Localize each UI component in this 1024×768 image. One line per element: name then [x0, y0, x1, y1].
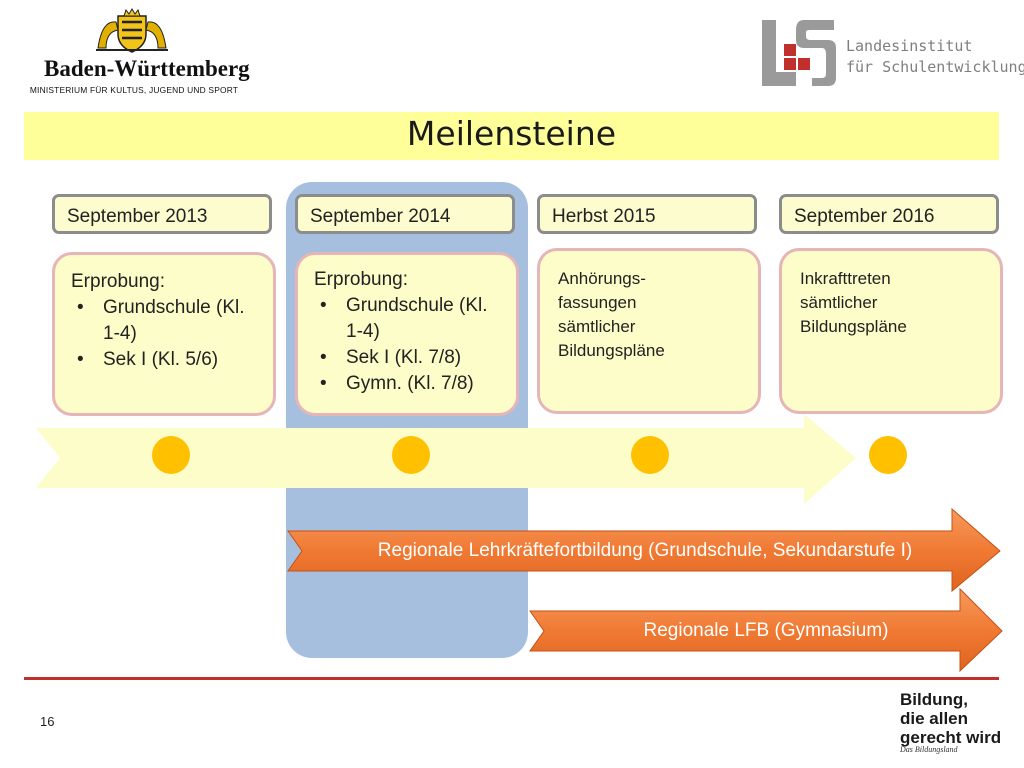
text-line: sämtlicher [558, 317, 636, 336]
milestone-box-2015: Anhörungs- fassungen sämtlicher Bildungs… [537, 248, 761, 414]
slogan-line: gerecht wird [900, 728, 1002, 747]
slide-title: Meilensteine [406, 114, 617, 153]
milestone-dot-2016 [869, 436, 907, 474]
milestone-date-2014: September 2014 [295, 194, 515, 234]
milestone-box-2016: Inkrafttreten sämtlicher Bildungspläne [779, 248, 1003, 414]
milestone-list: Grundschule (Kl. 1-4) Sek I (Kl. 5/6) [71, 295, 263, 373]
lfb-label: Regionale LFB (Gymnasium) [643, 620, 889, 641]
milestone-dot-2015 [631, 436, 669, 474]
state-name: Baden-Württemberg [44, 56, 250, 81]
milestone-heading: Erprobung: [71, 271, 166, 292]
text-line: Inkrafttreten [800, 269, 891, 288]
list-item: Grundschule (Kl. 1-4) [71, 295, 263, 347]
milestone-date-2015: Herbst 2015 [537, 194, 757, 234]
text-line: fassungen [558, 293, 637, 312]
milestone-box-2014: Erprobung: Grundschule (Kl. 1-4) Sek I (… [295, 252, 519, 416]
milestone-date-2016: September 2016 [779, 194, 999, 234]
ls-logo-icon [762, 20, 836, 86]
milestone-dot-2013 [152, 436, 190, 474]
coat-of-arms-icon [96, 8, 168, 53]
ministry-name: MINISTERIUM FÜR KULTUS, JUGEND UND SPORT [29, 85, 239, 95]
institute-line-1: Landesinstitut [846, 37, 973, 55]
slogan-line: Bildung, [900, 690, 968, 709]
milestone-list: Grundschule (Kl. 1-4) Sek I (Kl. 7/8) Gy… [314, 293, 506, 397]
institute-line-2: für Schulentwicklung [846, 58, 1024, 76]
milestone-box-2013: Erprobung: Grundschule (Kl. 1-4) Sek I (… [52, 252, 276, 416]
milestone-date-2013: September 2013 [52, 194, 272, 234]
list-item: Grundschule (Kl. 1-4) [314, 293, 506, 345]
footer-rule [24, 677, 999, 680]
text-line: Bildungspläne [558, 341, 665, 360]
fortbildung-label: Regionale Lehrkräftefortbildung (Grundsc… [377, 540, 913, 561]
page-number: 16 [40, 714, 55, 729]
title-band [24, 112, 999, 160]
text-line: Bildungspläne [800, 317, 907, 336]
milestone-heading: Erprobung: [314, 269, 409, 290]
text-line: Anhörungs- [558, 269, 646, 288]
institute-name: Landesinstitut für Schulentwicklung [846, 36, 1024, 78]
list-item: Sek I (Kl. 7/8) [314, 345, 506, 371]
lfb-arrow [529, 587, 1003, 673]
milestone-dot-2014 [392, 436, 430, 474]
fortbildung-arrow [287, 507, 1001, 593]
slogan-line: die allen [900, 709, 969, 728]
slogan: Bildung, die allen gerecht wird [900, 690, 1001, 747]
slogan-subline: Das Bildungsland [900, 745, 958, 754]
list-item: Sek I (Kl. 5/6) [71, 347, 263, 373]
text-line: sämtlicher [800, 293, 878, 312]
list-item: Gymn. (Kl. 7/8) [314, 371, 506, 397]
